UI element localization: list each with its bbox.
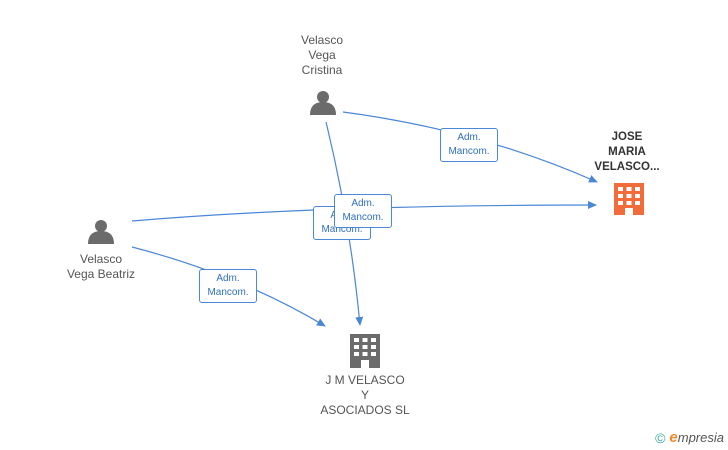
person-icon[interactable] xyxy=(310,91,336,115)
building-icon[interactable] xyxy=(614,183,644,215)
person-icon[interactable] xyxy=(88,220,114,244)
brand-footer: © empresia xyxy=(655,429,724,446)
edge-label-cristina-jm-velasco: Adm. Mancom. xyxy=(334,194,392,228)
edge-label-cristina-jose-maria: Adm. Mancom. xyxy=(440,128,498,162)
building-icon[interactable] xyxy=(350,334,380,368)
edge-label-beatriz-jm-velasco: Adm. Mancom. xyxy=(199,269,257,303)
node-label-beatriz[interactable]: Velasco Vega Beatriz xyxy=(66,252,136,281)
node-label-cristina[interactable]: Velasco Vega Cristina xyxy=(300,33,344,77)
copyright-icon: © xyxy=(655,429,666,446)
brand-logo[interactable]: empresia xyxy=(669,429,724,446)
node-label-jm-velasco[interactable]: J M VELASCO Y ASOCIADOS SL xyxy=(320,373,410,417)
node-label-jose-maria[interactable]: JOSE MARIA VELASCO... xyxy=(594,131,660,173)
